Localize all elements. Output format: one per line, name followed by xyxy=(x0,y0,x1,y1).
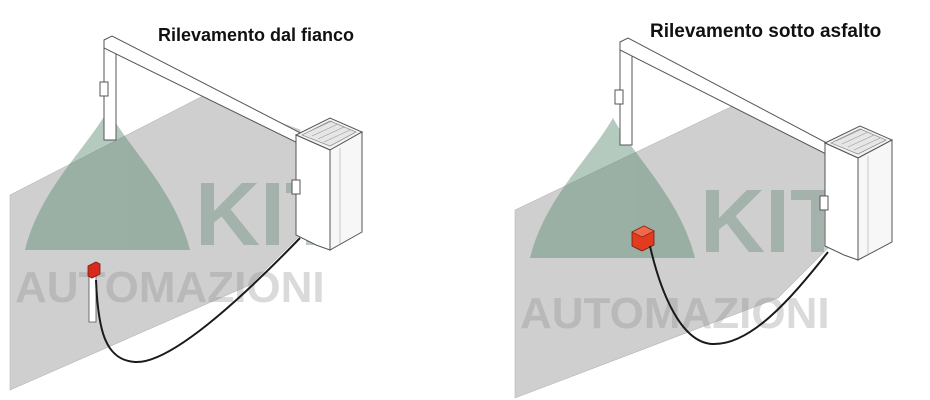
barrier-cabinet xyxy=(291,117,364,251)
panel-under-asphalt-detection: KIT AUTOMAZIONI xyxy=(514,37,894,399)
detector-cable xyxy=(95,237,301,364)
barrier-cabinet xyxy=(819,125,894,261)
watermark-leaf-icon xyxy=(25,110,190,250)
panel-title-side-detection: Rilevamento dal fianco xyxy=(158,25,355,45)
detector-cable xyxy=(649,245,829,346)
under-asphalt-sensor xyxy=(631,225,655,252)
watermark-brand: KIT xyxy=(700,172,845,272)
receiver-photocell xyxy=(99,81,109,97)
transmitter-photocell xyxy=(291,179,301,195)
watermark-leaf-icon xyxy=(530,118,695,258)
side-sensor-box xyxy=(87,261,101,279)
watermark-tagline: AUTOMAZIONI xyxy=(15,263,325,312)
panel-side-detection: KIT AUTOMAZIONI xyxy=(9,35,364,391)
transmitter-photocell xyxy=(819,195,829,211)
side-sensor xyxy=(87,261,101,323)
panel-title-under-asphalt-detection: Rilevamento sotto asfalto xyxy=(650,21,882,42)
receiver-photocell xyxy=(614,89,624,105)
